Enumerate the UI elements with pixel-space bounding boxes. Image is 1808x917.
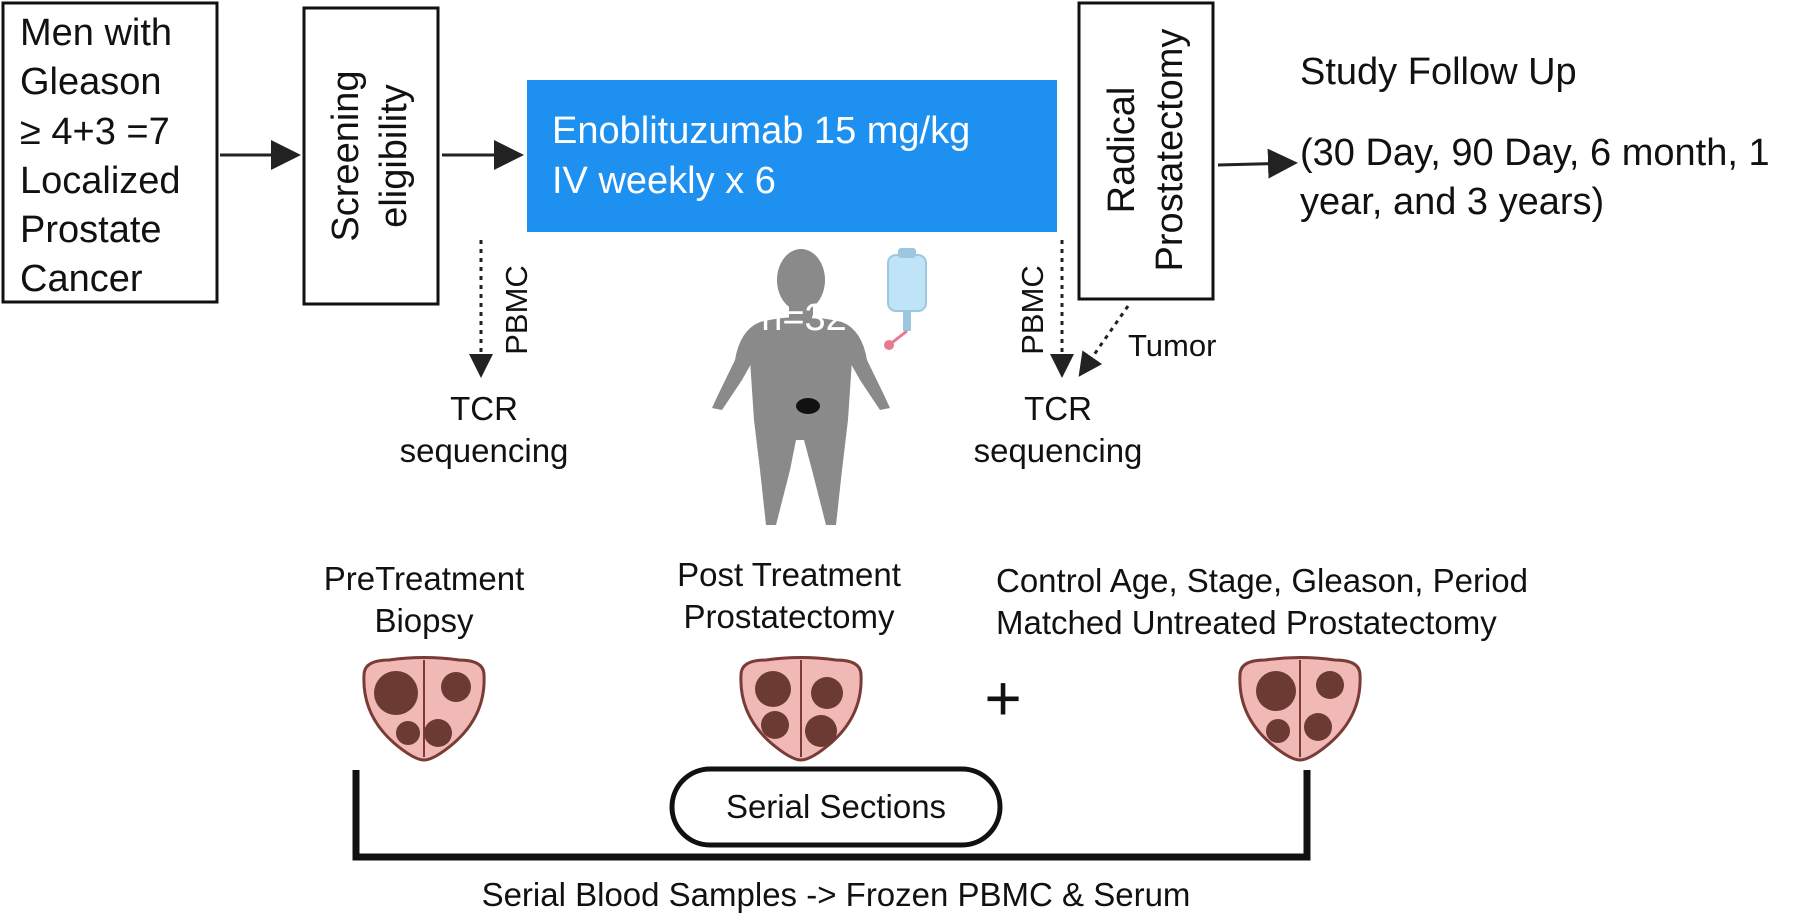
follow-up-title: Study Follow Up	[1300, 51, 1577, 93]
treatment-box: Enoblituzumab 15 mg/kg IV weekly x 6	[527, 80, 1057, 232]
serial-sections-pill: Serial Sections	[669, 766, 1003, 848]
treatment-line-1: Enoblituzumab 15 mg/kg	[552, 110, 970, 152]
tcr-label-1-line-2: sequencing	[400, 432, 569, 469]
flow-arrow-3	[1217, 148, 1298, 179]
surgery-line-2: Prostatectomy	[1149, 29, 1191, 272]
pbmc-label-1: PBMC	[499, 265, 534, 355]
iv-bag-icon	[884, 248, 927, 350]
follow-up-timepoints-line-2: year, and 3 years)	[1300, 181, 1604, 223]
plus-sign: +	[984, 662, 1021, 734]
pretreatment-label-line-1: PreTreatment	[324, 560, 525, 597]
control-label-line-1: Control Age, Stage, Gleason, Period	[996, 562, 1528, 599]
surgery-line-1: Radical	[1101, 87, 1143, 214]
prostate-icon	[1238, 656, 1362, 762]
screening-line-1: Screening	[325, 70, 367, 241]
pretreatment-label-line-2: Biopsy	[374, 602, 474, 639]
prostate-icon	[362, 656, 486, 762]
patient-count-label: n=32	[761, 297, 847, 339]
treatment-line-2: IV weekly x 6	[552, 160, 776, 202]
eligibility-line-4: Localized	[20, 160, 181, 202]
tcr-label-1-line-1: TCR	[450, 390, 518, 427]
eligibility-line-5: Prostate	[20, 209, 162, 251]
tcr-label-2-line-1: TCR	[1024, 390, 1092, 427]
eligibility-box: Men with Gleason ≥ 4+3 =7 Localized Pros…	[1, 1, 219, 304]
tcr-label-2-line-2: sequencing	[974, 432, 1143, 469]
prostate-icon	[739, 656, 863, 762]
tumor-arrow	[1078, 305, 1130, 377]
screening-box: Screening eligibility	[302, 6, 440, 306]
post-treatment-label-line-1: Post Treatment	[677, 556, 901, 593]
control-label-line-2: Matched Untreated Prostatectomy	[996, 604, 1497, 641]
patient-figure-icon	[712, 249, 890, 525]
eligibility-line-2: Gleason	[20, 61, 162, 103]
pbmc-label-2: PBMC	[1015, 265, 1050, 355]
tumor-label: Tumor	[1128, 328, 1216, 363]
eligibility-line-6: Cancer	[20, 258, 143, 300]
serial-sections-label: Serial Sections	[726, 788, 946, 825]
surgery-box: Radical Prostatectomy	[1077, 1, 1215, 301]
follow-up-timepoints-line-1: (30 Day, 90 Day, 6 month, 1	[1300, 132, 1770, 174]
eligibility-line-1: Men with	[20, 12, 172, 54]
post-treatment-label-line-2: Prostatectomy	[684, 598, 895, 635]
eligibility-line-3: ≥ 4+3 =7	[20, 111, 170, 153]
screening-line-2: eligibility	[373, 84, 415, 228]
blood-samples-caption: Serial Blood Samples -> Frozen PBMC & Se…	[482, 876, 1191, 913]
sample-bracket	[352, 770, 1311, 861]
